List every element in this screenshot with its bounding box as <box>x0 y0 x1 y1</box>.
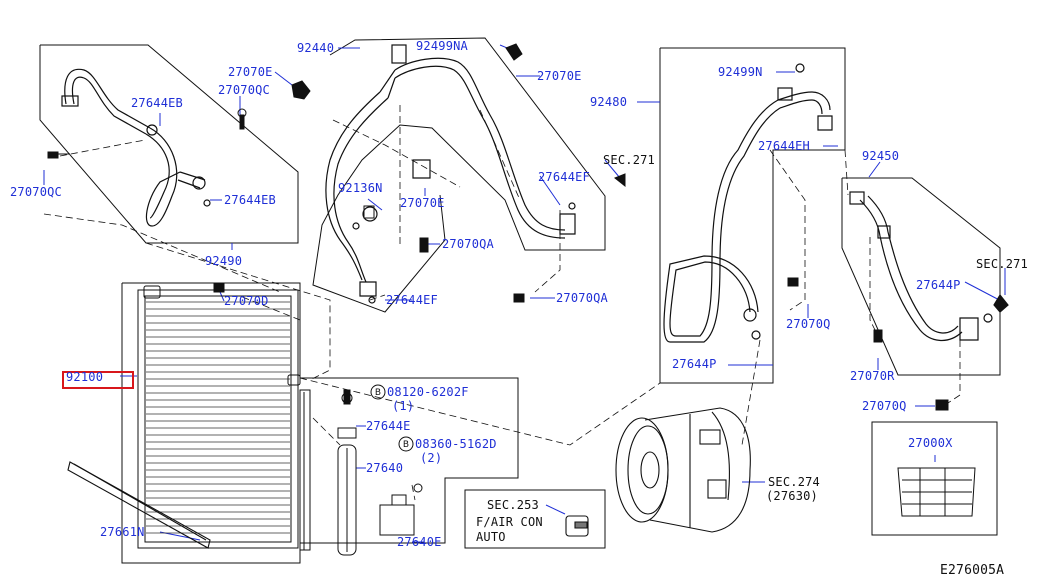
part-label-27070QA-right[interactable]: 27070QA <box>556 291 608 305</box>
sec253-condition-auto: AUTO <box>476 530 506 544</box>
part-label-27070Q-mid[interactable]: 27070Q <box>786 317 831 331</box>
clip-27070E-top <box>505 43 523 61</box>
clip-27070E-left <box>291 80 311 100</box>
selected-part-highlight <box>62 371 134 389</box>
bolt-27070R <box>873 329 883 343</box>
part-label-27640[interactable]: 27640 <box>366 461 404 475</box>
diagram-code: E276005A <box>940 563 1005 578</box>
svg-text:B: B <box>403 440 409 450</box>
bolt-08120 <box>343 389 351 405</box>
part-label-27644EF-bottom[interactable]: 27644EF <box>386 293 438 307</box>
part-label-92480[interactable]: 92480 <box>590 95 628 109</box>
part-label-27661N[interactable]: 27661N <box>100 525 145 539</box>
bolt-27070QA-right <box>513 293 525 303</box>
part-label-27070QC-top[interactable]: 27070QC <box>218 83 270 97</box>
svg-text:B: B <box>375 388 381 398</box>
part-label-27070QA-mid[interactable]: 27070QA <box>442 237 494 251</box>
part-label-92499N[interactable]: 92499N <box>718 65 763 79</box>
clip-92136N <box>363 205 375 219</box>
part-label-27644P-right[interactable]: 27644P <box>916 278 961 292</box>
part-label-92450[interactable]: 92450 <box>862 149 900 163</box>
bolt-27070QC-left <box>47 151 59 159</box>
bolt-27070QA-mid <box>419 237 429 253</box>
part-label-08120-qty: (1) <box>392 399 415 413</box>
part-label-08360-qty: (2) <box>420 451 443 465</box>
sec253-ref[interactable]: SEC.253 <box>487 498 539 512</box>
box-92100 <box>121 282 519 564</box>
sec271-ref-right[interactable]: SEC.271 <box>976 257 1028 271</box>
part-label-92499NA[interactable]: 92499NA <box>416 39 468 53</box>
part-label-08360-5162D[interactable]: 08360-5162D <box>415 437 497 451</box>
box-92490 <box>39 44 299 244</box>
label-plate <box>897 467 976 517</box>
part-label-27644EH[interactable]: 27644EH <box>758 139 810 153</box>
part-label-27070E-mid[interactable]: 27070E <box>400 196 445 210</box>
part-label-27070Q-right[interactable]: 27070Q <box>862 399 907 413</box>
part-label-27070E-left[interactable]: 27070E <box>228 65 273 79</box>
part-label-27640E[interactable]: 27640E <box>397 535 442 549</box>
part-label-92440[interactable]: 92440 <box>297 41 335 55</box>
part-label-27070E-top[interactable]: 27070E <box>537 69 582 83</box>
compressor <box>615 407 751 533</box>
part-label-92100[interactable]: 92100 <box>66 370 104 384</box>
sec253-condition: F/AIR CON <box>476 515 543 529</box>
part-label-27644E[interactable]: 27644E <box>366 419 411 433</box>
part-label-27070R[interactable]: 27070R <box>850 369 895 383</box>
bolt-27070Q-mid <box>787 277 799 287</box>
sec271-ref-mid[interactable]: SEC.271 <box>603 153 655 167</box>
box-92450 <box>841 177 1001 376</box>
part-label-27000X[interactable]: 27000X <box>908 436 953 450</box>
bolt-27070Q-right <box>935 399 949 411</box>
part-label-27644EB-bottom[interactable]: 27644EB <box>224 193 276 207</box>
sec274-ref[interactable]: SEC.274 <box>768 475 820 489</box>
condenser-fins <box>146 301 290 534</box>
sec271-arrow-mid <box>614 173 626 188</box>
part-label-27070QC-left[interactable]: 27070QC <box>10 185 62 199</box>
part-label-27630[interactable]: (27630) <box>766 489 818 503</box>
part-label-92490[interactable]: 92490 <box>205 254 243 268</box>
part-label-27644EB-top[interactable]: 27644EB <box>131 96 183 110</box>
box-27000X <box>871 421 998 536</box>
part-label-92136N[interactable]: 92136N <box>338 181 383 195</box>
aircon-sensor <box>565 515 589 537</box>
box-sec253 <box>464 489 606 549</box>
bolt-27070QC-top <box>239 114 245 130</box>
part-label-27070D[interactable]: 27070D <box>224 294 269 308</box>
part-label-27644EF-right[interactable]: 27644EF <box>538 170 590 184</box>
box-92440 <box>312 37 606 313</box>
bolt-27070D <box>213 283 225 293</box>
part-label-08120-6202F[interactable]: 08120-6202F <box>387 385 469 399</box>
part-label-27644P-mid[interactable]: 27644P <box>672 357 717 371</box>
